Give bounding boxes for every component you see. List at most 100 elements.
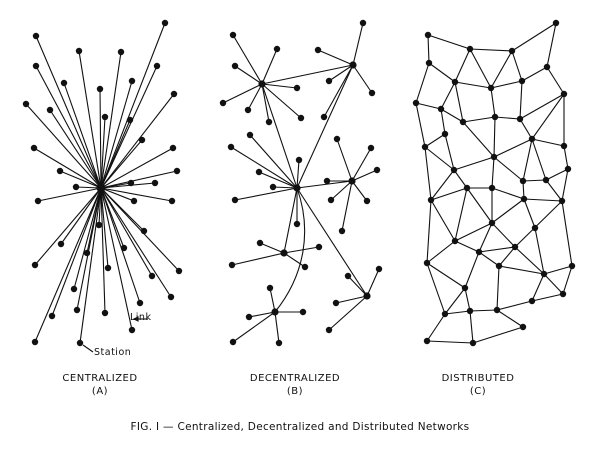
link bbox=[269, 287, 276, 313]
figure-caption: FIG. I — Centralized, Decentralized and … bbox=[130, 421, 470, 433]
station-node bbox=[332, 299, 340, 307]
station-node bbox=[169, 144, 177, 152]
link-label: Link bbox=[130, 312, 152, 323]
mesh-node bbox=[560, 142, 568, 150]
mesh-node bbox=[528, 297, 536, 305]
link bbox=[100, 93, 175, 189]
link bbox=[100, 147, 174, 189]
mesh-link bbox=[440, 108, 446, 135]
station-node bbox=[128, 77, 136, 85]
station-pointer-arrow bbox=[82, 344, 94, 353]
mesh-link bbox=[563, 145, 569, 170]
link bbox=[352, 22, 364, 66]
mesh-node bbox=[540, 270, 548, 278]
link bbox=[33, 147, 102, 189]
mesh-link bbox=[496, 309, 524, 328]
mesh-link bbox=[522, 138, 533, 182]
link bbox=[283, 246, 320, 254]
mesh-link bbox=[531, 138, 565, 147]
link bbox=[100, 187, 135, 202]
mesh-node bbox=[475, 248, 483, 256]
link bbox=[59, 170, 102, 189]
station-node bbox=[320, 113, 328, 121]
station-node bbox=[130, 197, 138, 205]
station-node bbox=[229, 338, 237, 346]
link bbox=[351, 180, 368, 202]
link bbox=[323, 64, 354, 118]
mesh-node bbox=[542, 176, 550, 184]
mesh-link bbox=[440, 108, 464, 123]
link bbox=[35, 35, 102, 189]
link bbox=[335, 295, 368, 304]
mesh-link bbox=[464, 287, 471, 312]
mesh-node bbox=[423, 259, 431, 267]
panel-a-title: CENTRALIZED bbox=[62, 373, 138, 384]
link bbox=[37, 187, 102, 202]
station-node bbox=[104, 264, 112, 272]
mesh-link bbox=[522, 179, 547, 182]
link bbox=[247, 83, 263, 111]
mesh-link bbox=[531, 273, 545, 302]
mesh-node bbox=[487, 84, 495, 92]
mesh-link bbox=[478, 246, 516, 253]
mesh-node bbox=[518, 77, 526, 85]
mesh-link bbox=[454, 222, 493, 242]
station-node bbox=[375, 265, 383, 273]
mesh-node bbox=[466, 307, 474, 315]
station-node bbox=[344, 272, 352, 280]
link bbox=[261, 48, 278, 85]
mesh-link bbox=[545, 168, 569, 181]
mesh-node bbox=[424, 31, 432, 39]
station-node bbox=[219, 99, 227, 107]
link bbox=[60, 187, 102, 245]
link bbox=[51, 187, 102, 317]
station-node bbox=[48, 312, 56, 320]
link bbox=[317, 49, 354, 66]
link bbox=[330, 180, 353, 201]
station-node bbox=[273, 45, 281, 53]
link bbox=[100, 139, 143, 189]
link bbox=[100, 182, 156, 189]
mesh-link bbox=[415, 102, 442, 110]
trunk-link bbox=[283, 187, 298, 254]
mesh-link bbox=[440, 81, 456, 110]
hub-node bbox=[271, 308, 279, 316]
station-node bbox=[127, 179, 135, 187]
mesh-link bbox=[514, 200, 563, 248]
mesh-link bbox=[478, 251, 500, 267]
station-node bbox=[95, 221, 103, 229]
mesh-link bbox=[490, 80, 523, 89]
mesh-link bbox=[454, 81, 492, 89]
mesh-link bbox=[523, 198, 563, 202]
mesh-link bbox=[490, 87, 496, 118]
mesh-node bbox=[519, 323, 527, 331]
mesh-node bbox=[488, 184, 496, 192]
mesh-node bbox=[508, 47, 516, 55]
station-node bbox=[73, 306, 81, 314]
mesh-link bbox=[491, 187, 525, 200]
hub-node bbox=[293, 184, 301, 192]
mesh-node bbox=[543, 63, 551, 71]
mesh-link bbox=[469, 309, 498, 312]
mesh-link bbox=[444, 133, 455, 171]
mesh-link bbox=[519, 118, 533, 140]
link bbox=[73, 187, 102, 290]
mesh-link bbox=[469, 48, 513, 52]
mesh-node bbox=[520, 195, 528, 203]
mesh-link bbox=[561, 168, 569, 202]
station-node bbox=[231, 62, 239, 70]
mesh-node bbox=[423, 337, 431, 345]
link bbox=[100, 80, 133, 189]
trunk-link bbox=[296, 180, 353, 189]
mesh-link bbox=[469, 310, 474, 344]
mesh-link bbox=[444, 310, 471, 315]
station-node bbox=[255, 168, 263, 176]
link bbox=[259, 242, 285, 254]
mesh-node bbox=[466, 45, 474, 53]
link bbox=[100, 187, 141, 304]
station-node bbox=[30, 144, 38, 152]
link bbox=[351, 147, 372, 182]
mesh-node bbox=[412, 99, 420, 107]
station-node bbox=[168, 197, 176, 205]
